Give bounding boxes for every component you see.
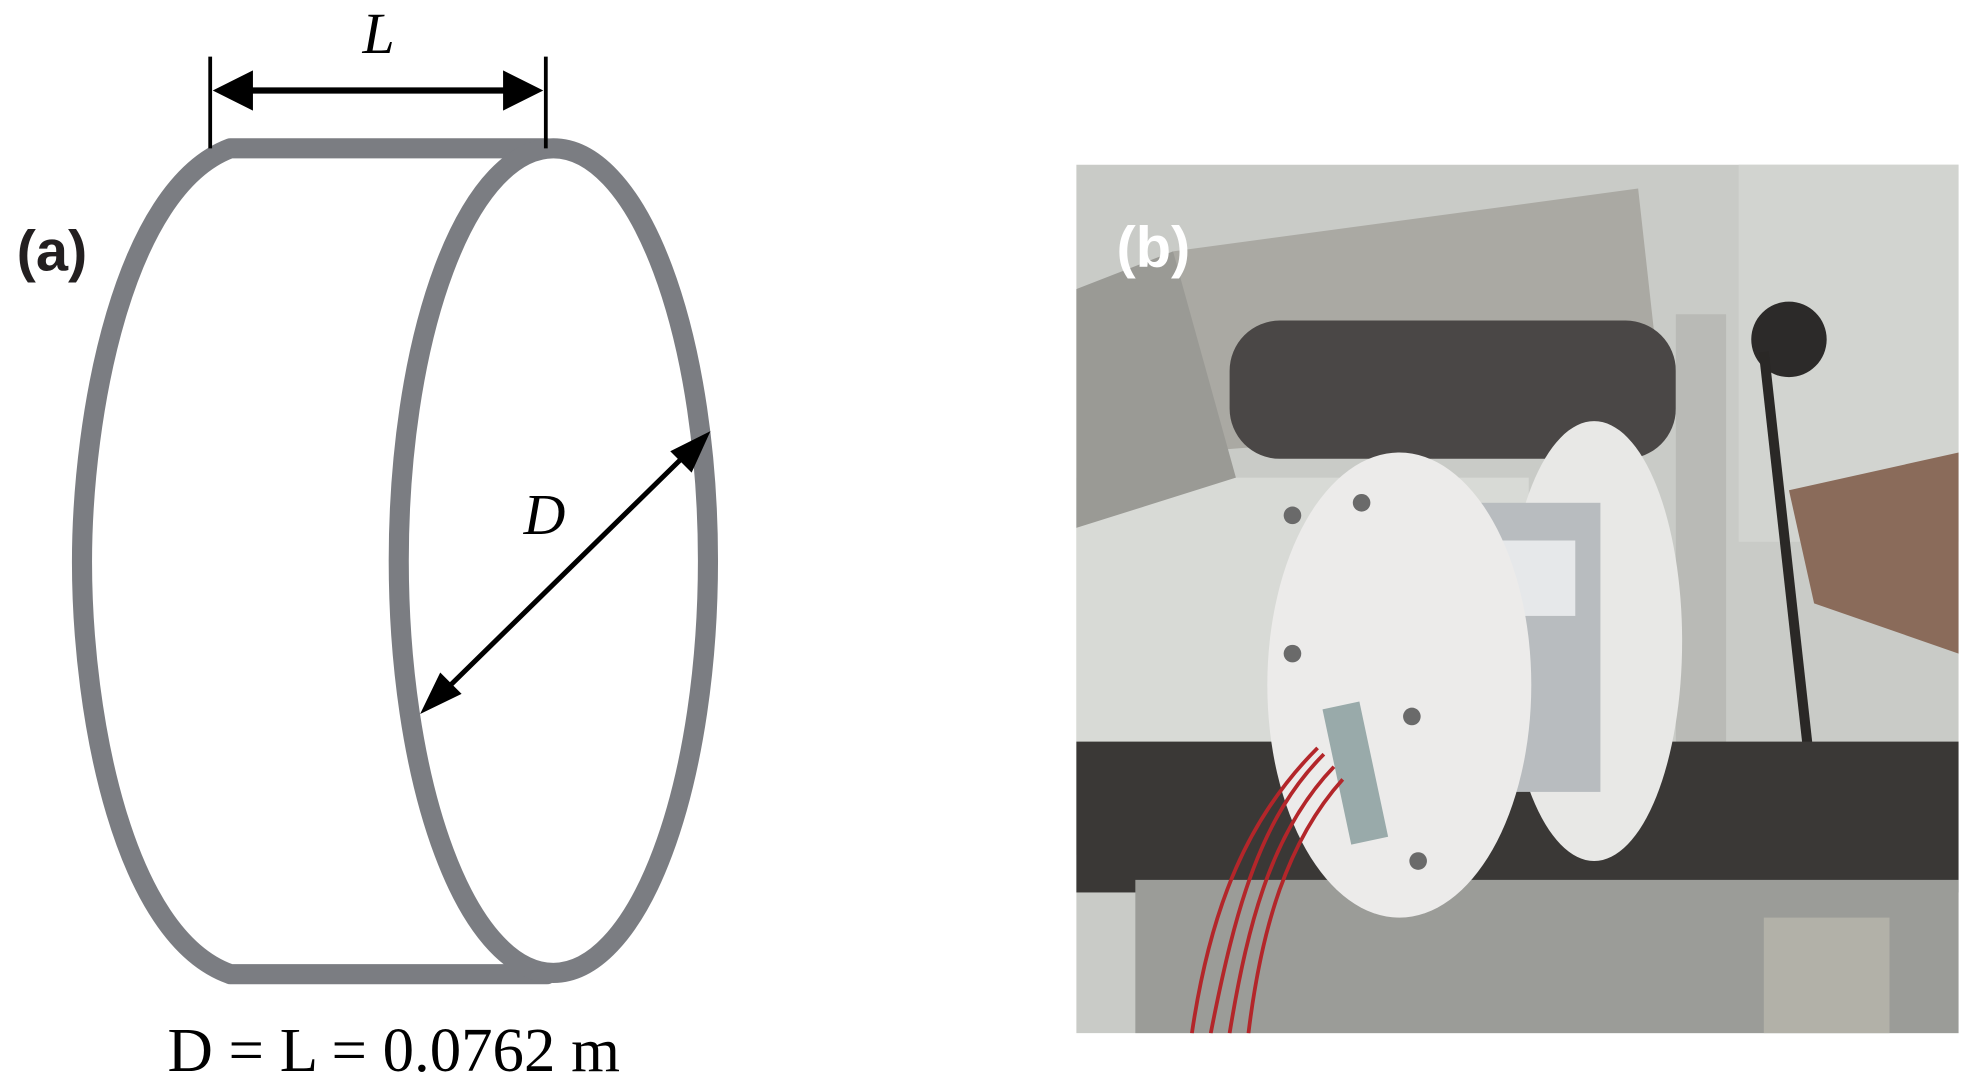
diameter-label: D xyxy=(523,482,566,547)
dimension-caption: D = L = 0.0762 m xyxy=(167,1015,619,1081)
front-flange xyxy=(1267,452,1532,918)
sensor-wires xyxy=(1190,746,1345,1034)
panel-a-label: (a) xyxy=(17,219,88,283)
arrowhead-lower-icon xyxy=(420,672,462,714)
vertical-bracket xyxy=(1675,314,1727,780)
pulley xyxy=(1751,301,1827,378)
flange-bolts xyxy=(1283,493,1427,870)
arrowhead-right-icon xyxy=(503,70,544,111)
panel-a-diagram: (a) L D D = L = 0.0762 m xyxy=(17,1,719,1081)
panel-b-label: (b) xyxy=(1116,215,1190,279)
lower-right-fixture xyxy=(1763,917,1890,1034)
cylinder-outer-outline xyxy=(71,138,558,985)
arrowhead-left-icon xyxy=(212,70,253,111)
panel-b-photo: (b) xyxy=(1076,164,1959,1034)
upper-roller xyxy=(1229,320,1676,459)
diameter-dimension-line xyxy=(435,445,695,700)
cylinder-end-face xyxy=(388,138,719,983)
length-label: L xyxy=(362,1,395,66)
arrowhead-upper-icon xyxy=(670,431,711,473)
